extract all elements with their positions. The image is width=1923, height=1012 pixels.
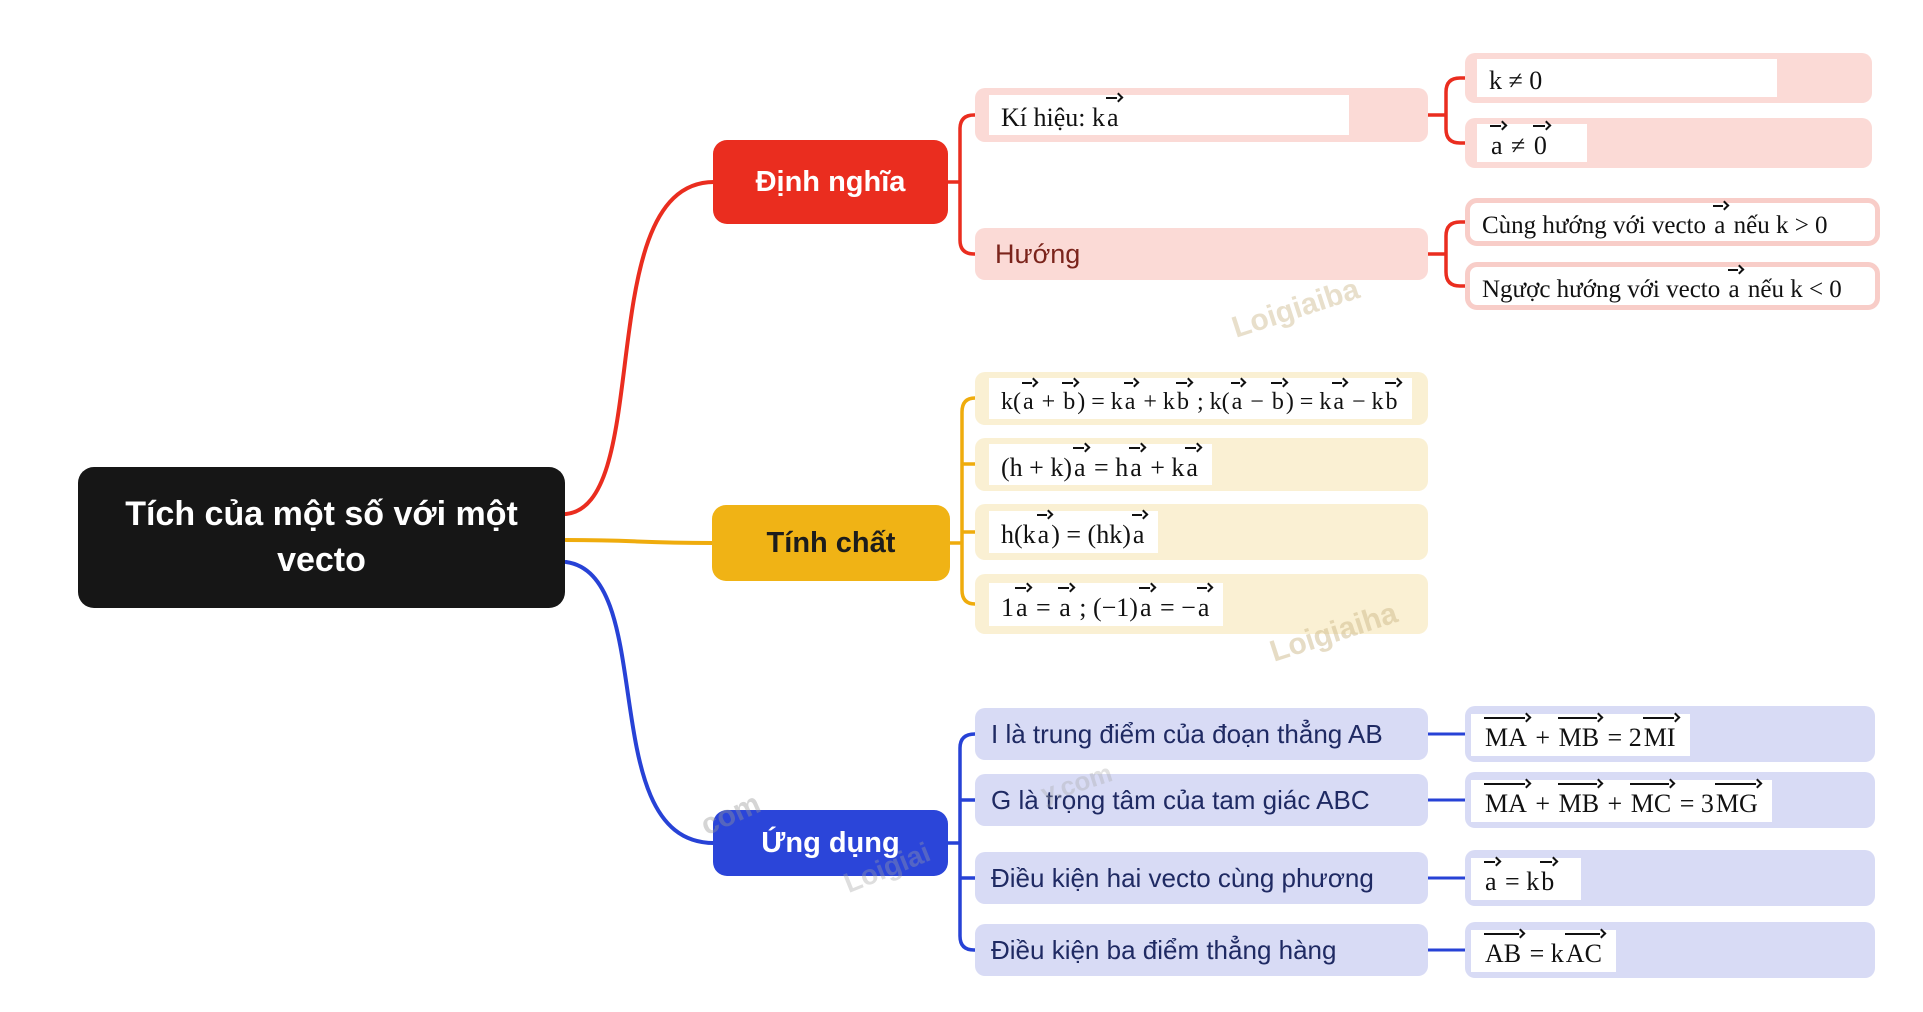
leaf-ki-hieu[interactable]: Kí hiệu: ka — [975, 88, 1428, 142]
tinh-chat-3-formula: h(ka) = (hk)a — [1001, 514, 1145, 550]
leaf-ung-dung-label-4[interactable]: Điều kiện ba điểm thẳng hàng — [975, 924, 1428, 976]
leaf-tinh-chat-3[interactable]: h(ka) = (hk)a — [975, 504, 1428, 560]
ung-dung-formula-3-box: a = kb — [1471, 858, 1581, 900]
leaf-ung-dung-formula-2[interactable]: MA + MB + MC = 3MG — [1465, 772, 1875, 828]
connector-huong-trunk — [1426, 220, 1467, 288]
tinh-chat-1-formula-box: k(a + b) = ka + kb ; k(a − b) = ka − kb — [989, 378, 1412, 419]
vector-term: MG — [1714, 783, 1758, 819]
vector-term: a — [1138, 586, 1152, 622]
connector-dinh-nghia-trunk — [946, 113, 977, 256]
tinh-chat-4-formula: 1a = a ; (−1)a = −a — [1001, 586, 1210, 622]
vector-term: a — [1036, 514, 1050, 550]
leaf-ung-dung-label-1[interactable]: I là trung điểm của đoạn thẳng AB — [975, 708, 1428, 760]
vector-term: a — [1483, 861, 1497, 897]
tinh-chat-3-formula-box: h(ka) = (hk)a — [989, 511, 1159, 553]
vector-term: a — [1230, 381, 1243, 415]
ung-dung-formula-4: AB = kAC — [1484, 933, 1602, 969]
vector-term: a — [1332, 381, 1344, 415]
vector-term: MI — [1642, 717, 1676, 753]
connector-tinh-chat-trunk — [948, 396, 977, 606]
ung-dung-label-3: Điều kiện hai vecto cùng phương — [991, 862, 1374, 893]
leaf-tinh-chat-4[interactable]: 1a = a ; (−1)a = −a — [975, 574, 1428, 634]
branch-ung-dung-label: Ứng dụng — [761, 826, 900, 859]
leaf-nguoc-huong[interactable]: Ngược hướng với vecto a nếu k < 0 — [1465, 262, 1880, 310]
branch-dinh-nghia[interactable]: Định nghĩa — [713, 140, 948, 224]
vector-term: a — [1727, 268, 1740, 303]
ung-dung-formula-1: MA + MB = 2MI — [1483, 717, 1676, 753]
vector-term: MA — [1483, 717, 1527, 753]
vector-term: AC — [1564, 933, 1602, 969]
branch-tinh-chat-label: Tính chất — [766, 526, 896, 559]
vector-term: a — [1489, 125, 1503, 161]
connector-root-ung-dung — [564, 560, 716, 845]
vector-term: a — [1058, 586, 1071, 622]
connector-root-tinh-chat — [564, 538, 715, 545]
vector-term: a — [1131, 514, 1145, 550]
vector-term: b — [1384, 381, 1398, 415]
leaf-ung-dung-label-2[interactable]: G là trọng tâm của tam giác ABC — [975, 774, 1428, 826]
a-not-zero-formula-box: a ≠ 0 — [1477, 124, 1587, 162]
leaf-cung-huong[interactable]: Cùng hướng với vecto a nếu k > 0 — [1465, 198, 1880, 246]
vector-term: a — [1014, 586, 1028, 622]
k-not-zero-formula: k ≠ 0 — [1489, 66, 1543, 96]
vector-term: a — [1021, 381, 1034, 415]
connector-ung-dung-trunk — [946, 732, 977, 952]
cung-huong-formula: Cùng hướng với vecto a nếu k > 0 — [1482, 204, 1828, 239]
vector-term: a — [1123, 381, 1136, 415]
a-not-zero-formula: a ≠ 0 — [1489, 125, 1547, 161]
leaf-ung-dung-formula-1[interactable]: MA + MB = 2MI — [1465, 706, 1875, 762]
root-node[interactable]: Tích của một số với một vecto — [78, 467, 565, 608]
leaf-ung-dung-formula-3[interactable]: a = kb — [1465, 850, 1875, 906]
vector-term: b — [1540, 861, 1555, 897]
connector-ung-dung-row-links — [1426, 732, 1467, 952]
vector-term: MC — [1629, 783, 1672, 819]
vector-term: a — [1713, 204, 1726, 239]
ki-hieu-formula: Kí hiệu: ka — [1001, 97, 1119, 133]
vector-term: a — [1072, 446, 1086, 482]
ung-dung-formula-2: MA + MB + MC = 3MG — [1483, 783, 1758, 819]
tinh-chat-1-formula: k(a + b) = ka + kb ; k(a − b) = ka − kb — [1001, 381, 1398, 415]
k-not-zero-formula-box: k ≠ 0 — [1477, 59, 1777, 97]
branch-tinh-chat[interactable]: Tính chất — [712, 505, 950, 581]
leaf-k-not-zero[interactable]: k ≠ 0 — [1465, 53, 1872, 103]
leaf-ung-dung-formula-4[interactable]: AB = kAC — [1465, 922, 1875, 978]
ung-dung-label-2: G là trọng tâm của tam giác ABC — [991, 784, 1370, 815]
vector-term: MB — [1557, 783, 1600, 819]
vector-term: a — [1185, 446, 1198, 482]
leaf-a-not-zero[interactable]: a ≠ 0 — [1465, 118, 1872, 168]
leaf-tinh-chat-1[interactable]: k(a + b) = ka + kb ; k(a − b) = ka − kb — [975, 372, 1428, 425]
tinh-chat-4-formula-box: 1a = a ; (−1)a = −a — [989, 583, 1224, 626]
vector-term: 0 — [1532, 125, 1547, 161]
leaf-huong[interactable]: Hướng — [975, 228, 1428, 280]
huong-label: Hướng — [995, 238, 1081, 269]
leaf-tinh-chat-2[interactable]: (h + k)a = ha + ka — [975, 438, 1428, 491]
vector-term: b — [1062, 381, 1076, 415]
ung-dung-formula-1-box: MA + MB = 2MI — [1471, 714, 1690, 756]
vector-term: MA — [1483, 783, 1527, 819]
vector-term: a — [1196, 586, 1210, 622]
vector-term: MB — [1557, 717, 1600, 753]
tinh-chat-2-formula: (h + k)a = ha + ka — [1001, 446, 1198, 482]
ung-dung-formula-4-box: AB = kAC — [1471, 930, 1616, 972]
vector-term: a — [1129, 446, 1142, 482]
ki-hieu-formula-box: Kí hiệu: ka — [989, 95, 1349, 135]
watermark-text: Loigiaiba — [1227, 272, 1364, 345]
branch-ung-dung[interactable]: Ứng dụng — [713, 810, 948, 876]
nguoc-huong-formula: Ngược hướng với vecto a nếu k < 0 — [1482, 268, 1842, 303]
vector-term: b — [1270, 381, 1284, 415]
ung-dung-label-1: I là trung điểm của đoạn thẳng AB — [991, 718, 1383, 749]
tinh-chat-2-formula-box: (h + k)a = ha + ka — [989, 444, 1212, 485]
root-label: Tích của một số với một vecto — [125, 494, 518, 579]
connector-ki-hieu-trunk — [1426, 76, 1467, 145]
branch-dinh-nghia-label: Định nghĩa — [755, 165, 906, 198]
vector-term: a — [1105, 97, 1119, 133]
ung-dung-formula-3: a = kb — [1483, 861, 1555, 897]
ung-dung-label-4: Điều kiện ba điểm thẳng hàng — [991, 934, 1337, 965]
leaf-ung-dung-label-3[interactable]: Điều kiện hai vecto cùng phương — [975, 852, 1428, 904]
vector-term: AB — [1484, 933, 1522, 969]
ung-dung-formula-2-box: MA + MB + MC = 3MG — [1471, 780, 1772, 822]
connector-root-dinh-nghia — [564, 180, 716, 516]
vector-term: b — [1175, 381, 1189, 415]
